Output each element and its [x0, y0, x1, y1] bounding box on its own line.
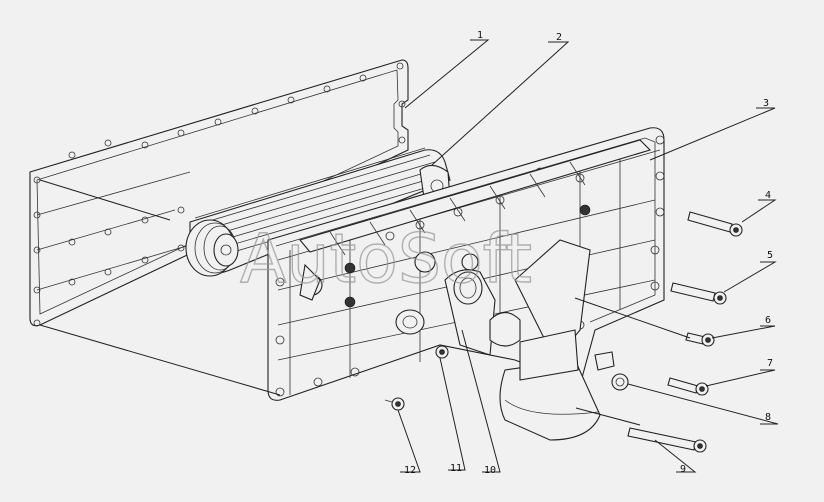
callout-8: 8	[765, 412, 771, 423]
bolt-6	[685, 332, 715, 347]
bolt-5	[670, 282, 727, 305]
callout-10: 10	[484, 465, 496, 476]
callout-11: 11	[450, 463, 462, 474]
leader-lines	[39, 39, 779, 473]
bolt-12	[384, 397, 405, 411]
callout-6: 6	[765, 315, 771, 326]
callout-5: 5	[767, 250, 773, 261]
callout-12: 12	[404, 465, 416, 476]
callout-2: 2	[556, 32, 562, 43]
fitting-8	[594, 351, 629, 391]
callout-3: 3	[763, 98, 769, 109]
bolt-7	[667, 377, 709, 396]
callout-9: 9	[680, 464, 686, 475]
bolt-4	[687, 211, 743, 237]
bolt-11	[435, 345, 449, 359]
gasket	[29, 59, 409, 327]
callout-4: 4	[765, 190, 771, 201]
cooler-cover-housing	[267, 127, 665, 441]
callout-labels: 1 2 3 4 5 6 7 8 9 10 11 12	[404, 30, 773, 476]
watermark: AutoSoft	[240, 220, 532, 299]
callout-7: 7	[767, 358, 773, 369]
bolt-9	[627, 427, 707, 453]
callout-1: 1	[477, 30, 483, 41]
